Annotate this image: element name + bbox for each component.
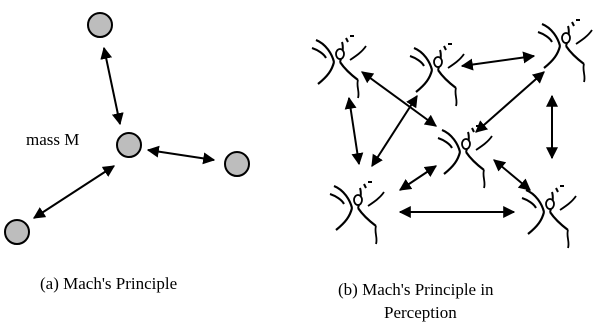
- panel-b: (b) Mach's Principle in Perception: [310, 18, 594, 322]
- arrow-bottom-left: [32, 165, 116, 219]
- mass-right: [224, 151, 250, 177]
- neuron-icon: [436, 124, 494, 190]
- arrow-center-br: [493, 159, 531, 191]
- neuron-icon: [408, 42, 466, 108]
- caption-b-line1: (b) Mach's Principle in: [338, 280, 494, 299]
- neuron-icon: [536, 18, 594, 84]
- mass-bottom-left: [4, 219, 30, 245]
- arrow-top: [100, 46, 124, 126]
- mass-top: [87, 12, 113, 38]
- arrow-right: [146, 145, 216, 165]
- arrow-tl-bl: [344, 96, 364, 166]
- neuron-icon: [520, 184, 578, 250]
- arrow-tl-center: [361, 71, 437, 127]
- mass-label: mass M: [26, 130, 79, 149]
- neuron-icon: [328, 180, 386, 246]
- caption-a: (a) Mach's Principle: [40, 274, 177, 293]
- arrow-tm-bl: [371, 94, 418, 168]
- neuron-icon: [310, 34, 368, 100]
- arrow-center-tr: [475, 71, 545, 133]
- arrow-center-bl: [399, 165, 437, 191]
- caption-b-line2: Perception: [384, 303, 457, 322]
- arrow-tm-tr: [460, 51, 536, 71]
- mass-center: [116, 132, 142, 158]
- panel-a: mass M (a) Mach's Principle: [4, 12, 250, 293]
